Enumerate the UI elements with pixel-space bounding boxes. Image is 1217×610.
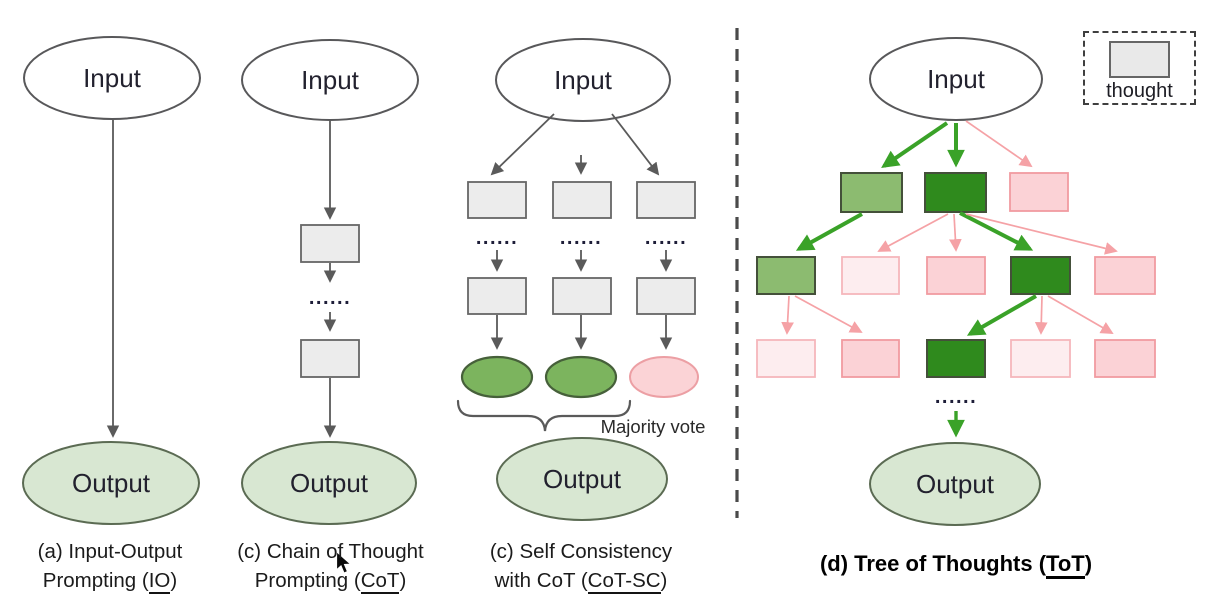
cot-output-node [241,441,417,525]
panel-cotsc: Input ...... ...... ...... Majority vote… [456,38,706,521]
cotsc-thought-box-r2c3 [636,277,696,315]
majority-vote-brace [456,399,632,432]
tot-edge-l2-l3-green [966,294,1037,336]
tot-input-node [869,37,1043,121]
thought-legend-label: thought [1106,80,1173,102]
tot-edge-l1-l2-green-left [795,212,863,251]
caption-cot-line1: (c) Chain of Thought [237,540,424,563]
tot-node-l3-2-pink [841,339,900,378]
cot-input-node [241,39,419,121]
tot-input-label: Input [927,64,986,94]
tot-edge-l2-l3-pink-4 [1047,295,1114,334]
cotsc-ellipsis-right: ...... [645,227,687,249]
io-output-node [22,441,200,525]
caption-cotsc-abbrev: CoT-SC [587,569,661,594]
majority-vote-label: Majority vote [601,416,706,437]
caption-tot: (d) Tree of Thoughts (ToT) [800,549,1112,579]
io-output-label: Output [72,468,151,498]
tot-output-label: Output [916,469,995,499]
caption-io-line1: (a) Input-Output [37,540,183,563]
io-input-node [23,36,201,120]
caption-tot-abbrev: ToT [1046,551,1085,579]
mouse-cursor [335,550,353,574]
cot-ellipsis-dots: ...... [309,287,351,309]
cotsc-thought-box-r1c3 [636,181,696,219]
tot-edge-l1-l2-pink-1 [877,213,949,252]
caption-io-line2: Prompting (IO) [42,569,178,594]
thought-legend-swatch [1109,41,1170,78]
tot-node-l2-4-dark-green [1010,256,1071,295]
caption-cotsc: (c) Self Consistency with CoT (CoT-SC) [478,537,684,595]
caption-cot-line2: Prompting (CoT) [254,569,407,594]
cot-thought-box-2 [300,339,360,378]
tot-node-l3-4-light-pink [1010,339,1071,378]
panel-tot: Input ...... O [756,37,1156,526]
tot-edge-input-l1c-pink [965,120,1033,168]
caption-cot-abbrev: CoT [360,569,400,594]
caption-io: (a) Input-Output Prompting (IO) [10,537,210,595]
cotsc-result-green-1 [460,355,534,399]
caption-io-abbrev: IO [148,569,171,594]
tot-ellipsis-dots: ...... [935,386,977,408]
cotsc-thought-box-r2c2 [552,277,612,315]
tot-edge-input-l1a-green [881,121,949,168]
cotsc-result-green-2 [544,355,618,399]
cotsc-result-pink [629,356,699,398]
tot-edge-l1-l2-pink-2 [949,213,962,252]
tot-node-l2-2-light-pink [841,256,900,295]
cotsc-edge-input-left [490,113,555,176]
tot-node-l3-5-pink [1094,339,1156,378]
panel-io: Input Output [22,36,201,525]
tot-node-l3-3-dark-green [926,339,986,378]
io-input-label: Input [83,63,142,93]
cotsc-input-node [495,38,671,122]
cot-thought-box-1 [300,224,360,263]
cot-input-label: Input [301,65,360,95]
cotsc-output-label: Output [543,464,622,494]
tot-node-l1-2-dark-green [924,172,987,213]
tot-node-l2-1-mid-green [756,256,816,295]
tot-node-l1-1-mid-green [840,172,903,213]
tot-node-l2-5-pink [1094,256,1156,295]
cotsc-thought-box-r1c1 [467,181,527,219]
thought-legend: thought [1083,31,1196,105]
cotsc-ellipsis-mid: ...... [560,227,602,249]
cotsc-output-node [496,437,668,521]
cotsc-input-label: Input [554,65,613,95]
caption-cotsc-line2: with CoT (CoT-SC) [494,569,668,594]
tot-edge-l1-l2-pink-3 [965,213,1118,255]
cotsc-edge-input-right [611,113,660,176]
cotsc-thought-box-r2c1 [467,277,527,315]
caption-cotsc-line1: (c) Self Consistency [489,540,673,563]
cot-output-label: Output [290,468,369,498]
tot-edge-l2-l3-pink-1 [781,295,794,335]
tot-node-l1-3-pink [1009,172,1069,212]
tot-edge-l2-l3-pink-3 [1034,295,1048,335]
tot-edge-l2-l3-pink-2 [794,295,863,333]
tot-edge-l1-l2-green-right [959,211,1034,251]
tot-output-node [869,442,1041,526]
cotsc-ellipsis-left: ...... [476,227,518,249]
cotsc-thought-box-r1c2 [552,181,612,219]
tot-node-l2-3-pink [926,256,986,295]
caption-cot: (c) Chain of Thought Prompting (CoT) [228,537,433,595]
tot-node-l3-1-light-pink [756,339,816,378]
panel-cot: Input ...... Output [241,39,419,525]
